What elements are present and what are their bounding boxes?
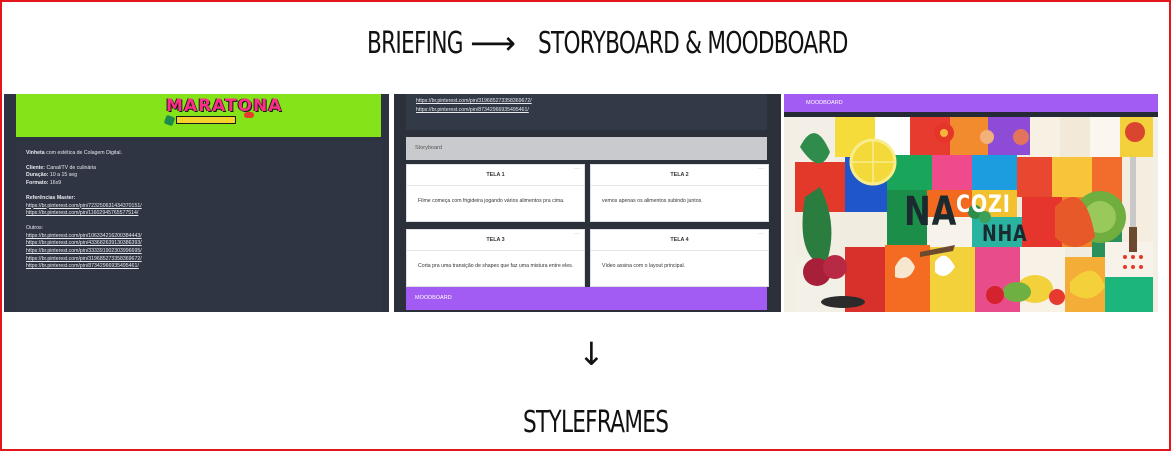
moodboard-section-header: MOODBOARD bbox=[406, 287, 767, 310]
client-line: Cliente: Canal/TV de culinária bbox=[26, 164, 97, 171]
duration-line: Duração: 10 a 15 seg bbox=[26, 172, 78, 179]
maratona-logo: MARATONA bbox=[166, 96, 283, 116]
frame-description: Corta pra uma transição de shapes que fa… bbox=[418, 263, 574, 269]
master-refs-label: Referências Master: bbox=[26, 194, 76, 201]
reference-link[interactable]: https://br.pinterest.com/pin/31968527335… bbox=[416, 98, 532, 104]
others-label: Outros: bbox=[26, 224, 44, 231]
briefing-screenshot: MARATONA Vinheta com estética de Colagem… bbox=[4, 94, 389, 312]
frame-title: TELA 3 bbox=[486, 237, 505, 243]
storyboard-section-header: Storyboard bbox=[406, 137, 767, 160]
collage-word: COZI bbox=[956, 190, 1011, 218]
reference-link[interactable]: https://br.pinterest.com/pin/72325063143… bbox=[26, 202, 142, 209]
reference-link[interactable]: https://br.pinterest.com/pin/33339190230… bbox=[26, 248, 142, 255]
format-line: Formato: 16x9 bbox=[26, 180, 62, 187]
logo-decoration bbox=[244, 112, 254, 118]
more-icon[interactable]: ··· bbox=[758, 166, 764, 172]
reference-link[interactable]: https://br.pinterest.com/pin/87342966935… bbox=[416, 107, 529, 113]
more-icon[interactable]: ··· bbox=[758, 231, 764, 237]
reference-link[interactable]: https://br.pinterest.com/pin/31968527335… bbox=[26, 255, 142, 262]
frame-description: Vídeo assina com o layout principal. bbox=[602, 263, 686, 269]
briefing-intro: Vinheta com estética de Colagem Digital. bbox=[26, 150, 122, 156]
frame-description: vemos apenas os alimentos subindo juntos… bbox=[602, 198, 703, 204]
collage-word: NHA bbox=[982, 222, 1028, 247]
logo-decoration bbox=[163, 114, 176, 127]
moodboard-header: MOODBOARD bbox=[784, 94, 1158, 112]
reference-link[interactable]: https://br.pinterest.com/pin/87342966935… bbox=[26, 263, 139, 270]
collage-word: NA bbox=[904, 189, 958, 235]
logo-ribbon bbox=[176, 116, 236, 124]
frame-description: Filme começa com frigideira jogando vári… bbox=[418, 198, 565, 204]
storyboard-frame-card: ··· TELA 1 Filme começa com frigideira j… bbox=[406, 164, 585, 222]
frame-title: TELA 4 bbox=[670, 237, 689, 243]
more-icon[interactable]: ··· bbox=[574, 231, 580, 237]
food-collage-image bbox=[795, 117, 1153, 312]
reference-link[interactable]: https://br.pinterest.com/pin/11602945765… bbox=[26, 210, 139, 217]
arrow-right-icon: ⟶ bbox=[470, 24, 516, 62]
arrow-down-icon: ↓ bbox=[578, 335, 605, 373]
briefing-card: Vinheta com estética de Colagem Digital.… bbox=[16, 141, 381, 312]
briefing-banner: MARATONA bbox=[16, 94, 381, 137]
storyboard-frame-card: ··· TELA 2 vemos apenas os alimentos sub… bbox=[590, 164, 769, 222]
reference-link[interactable]: https://br.pinterest.com/pin/43368263913… bbox=[26, 240, 142, 247]
reference-link[interactable]: https://br.pinterest.com/pin/10633421620… bbox=[26, 232, 142, 239]
frame-title: TELA 2 bbox=[670, 172, 689, 178]
storyboard-screenshot: https://br.pinterest.com/pin/31968527335… bbox=[394, 94, 781, 312]
storyboard-frame-card: ··· TELA 3 Corta pra uma transição de sh… bbox=[406, 229, 585, 287]
links-card: https://br.pinterest.com/pin/31968527335… bbox=[406, 94, 767, 130]
frame-title: TELA 1 bbox=[486, 172, 505, 178]
styleframes-heading: STYLEFRAMES bbox=[523, 405, 669, 440]
more-icon[interactable]: ··· bbox=[574, 166, 580, 172]
moodboard-screenshot: MOODBOARD bbox=[784, 94, 1158, 312]
storyboard-moodboard-heading: STORYBOARD & MOODBOARD bbox=[538, 26, 848, 61]
storyboard-frame-card: ··· TELA 4 Vídeo assina com o layout pri… bbox=[590, 229, 769, 287]
briefing-heading: BRIEFING bbox=[367, 26, 464, 61]
